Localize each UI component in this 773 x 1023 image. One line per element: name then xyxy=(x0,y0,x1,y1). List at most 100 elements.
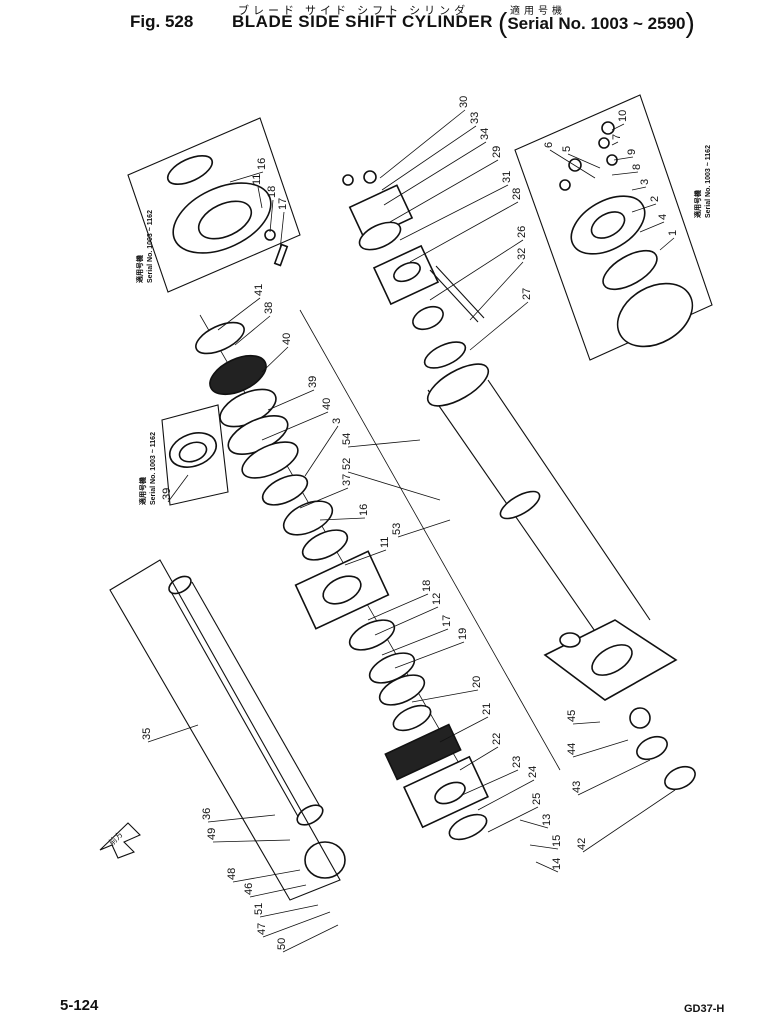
svg-text:前方: 前方 xyxy=(106,829,124,847)
svg-text:Serial No. 1003 ~ 1162: Serial No. 1003 ~ 1162 xyxy=(150,432,157,505)
callout-number: 13 xyxy=(541,814,553,826)
callout-leader xyxy=(582,789,676,853)
callout-leader xyxy=(399,184,509,241)
model-code: GD37-H xyxy=(684,1003,725,1015)
callout-leader xyxy=(477,779,535,811)
inset2-serial-kana: 適用号機 xyxy=(693,190,702,218)
callout-number: 11 xyxy=(251,174,263,185)
callout-number: 39 xyxy=(307,376,319,388)
callout-leader xyxy=(299,487,349,509)
callout-number: 10 xyxy=(617,110,629,122)
callout-leader xyxy=(379,109,466,179)
callout-number: 9 xyxy=(626,149,638,155)
callout-leader xyxy=(249,884,307,898)
callout-leader xyxy=(344,549,387,566)
callout-number: 34 xyxy=(479,128,491,140)
callout-number: 24 xyxy=(527,766,539,778)
front-direction-arrow-icon: 前方 xyxy=(99,822,141,859)
callout-number: 22 xyxy=(491,733,503,745)
callout-labels: 3033342931282632274138403940354525337161… xyxy=(141,96,679,953)
callout-leader xyxy=(639,221,665,233)
callout-number: 3 xyxy=(639,179,651,185)
callout-leader xyxy=(261,346,289,373)
callout-number: 29 xyxy=(491,146,503,158)
callout-number: 54 xyxy=(341,433,353,445)
callout-number: 28 xyxy=(511,188,523,200)
callout-leader xyxy=(529,844,559,850)
callout-leader xyxy=(394,641,465,669)
callout-number: 45 xyxy=(566,710,578,722)
callout-number: 47 xyxy=(256,923,268,935)
callout-leader xyxy=(409,201,519,263)
inset-middle-left: 適用号機 Serial No. 1003 ~ 1162 xyxy=(138,404,229,506)
callout-leader xyxy=(631,203,657,213)
callout-leader xyxy=(572,739,629,758)
callout-number: 15 xyxy=(551,835,563,847)
callout-number: 21 xyxy=(481,703,493,715)
callout-number: 7 xyxy=(611,134,623,140)
callout-number: 27 xyxy=(521,288,533,300)
callout-number: 51 xyxy=(253,903,265,915)
callout-leader xyxy=(347,439,421,448)
figure-number: Fig. 528 xyxy=(130,12,194,31)
callout-leader xyxy=(519,819,549,829)
callout-leader xyxy=(282,924,339,953)
callout-leader xyxy=(535,861,559,873)
callout-number: 46 xyxy=(243,883,255,895)
open-paren-glyph: ( xyxy=(498,7,508,38)
callout-leader xyxy=(469,301,529,351)
svg-text:適用号機: 適用号機 xyxy=(693,190,702,218)
callout-leader xyxy=(469,261,524,321)
cylinder-tube xyxy=(426,363,678,701)
callout-number: 48 xyxy=(226,868,238,880)
callout-number: 3 xyxy=(331,418,343,424)
serial-range: 適用号機 (Serial No. 1003 ~ 2590) xyxy=(498,4,695,39)
callout-number: 36 xyxy=(201,808,213,820)
serial-kana: 適用号機 xyxy=(510,6,566,17)
inset2-serial: Serial No. 1003 ~ 1162 xyxy=(705,145,712,218)
callout-number: 16 xyxy=(358,504,370,516)
callout-number: 6 xyxy=(543,142,555,148)
callout-number: 12 xyxy=(431,593,443,605)
inset-upper-right: 適用号機 Serial No. 1003 ~ 1162 xyxy=(514,94,713,361)
callout-number: 5 xyxy=(561,146,573,152)
callout-number: 37 xyxy=(341,474,353,486)
callout-number: 26 xyxy=(516,226,528,238)
callout-leader xyxy=(383,141,487,206)
callout-leader xyxy=(279,211,285,251)
callout-number: 42 xyxy=(576,838,588,850)
callout-number: 30 xyxy=(458,96,470,108)
inset1-serial: Serial No. 1003 ~ 1162 xyxy=(147,210,154,283)
callout-leader xyxy=(567,153,601,169)
callout-number: 32 xyxy=(516,248,528,260)
callout-number: 44 xyxy=(566,743,578,755)
svg-text:Serial No. 1003 ~ 1162: Serial No. 1003 ~ 1162 xyxy=(705,145,712,218)
callout-leader xyxy=(611,141,619,146)
callout-number: 8 xyxy=(631,164,643,170)
piston-stack xyxy=(195,309,561,841)
svg-text:適用号機: 適用号機 xyxy=(135,255,144,283)
callout-leader xyxy=(304,425,339,477)
page-number: 5-124 xyxy=(60,997,99,1014)
callout-leader xyxy=(147,724,199,743)
callout-number: 2 xyxy=(649,196,661,202)
callout-leader xyxy=(319,517,366,521)
callout-leader xyxy=(381,125,477,191)
piston-rod xyxy=(109,559,346,901)
inset3-serial-kana: 適用号機 xyxy=(138,477,147,505)
callout-leader xyxy=(631,186,647,191)
inset-upper-left: 適用号機 Serial No. 1003 ~ 1162 xyxy=(127,117,301,293)
callout-number: 35 xyxy=(141,728,153,740)
callout-leader xyxy=(389,159,499,223)
serial-text: Serial No. 1003 ~ 2590 xyxy=(507,14,686,33)
callout-number: 18 xyxy=(421,580,433,592)
callout-leader xyxy=(259,904,319,918)
callout-leader xyxy=(269,199,274,233)
close-paren-glyph: ) xyxy=(685,7,695,38)
callout-leader xyxy=(459,746,499,771)
callout-leader xyxy=(461,769,519,796)
callout-number: 40 xyxy=(281,333,293,345)
callout-leader xyxy=(261,411,329,441)
title-kana: ブレード サイド シフト シリンダ xyxy=(238,5,470,17)
